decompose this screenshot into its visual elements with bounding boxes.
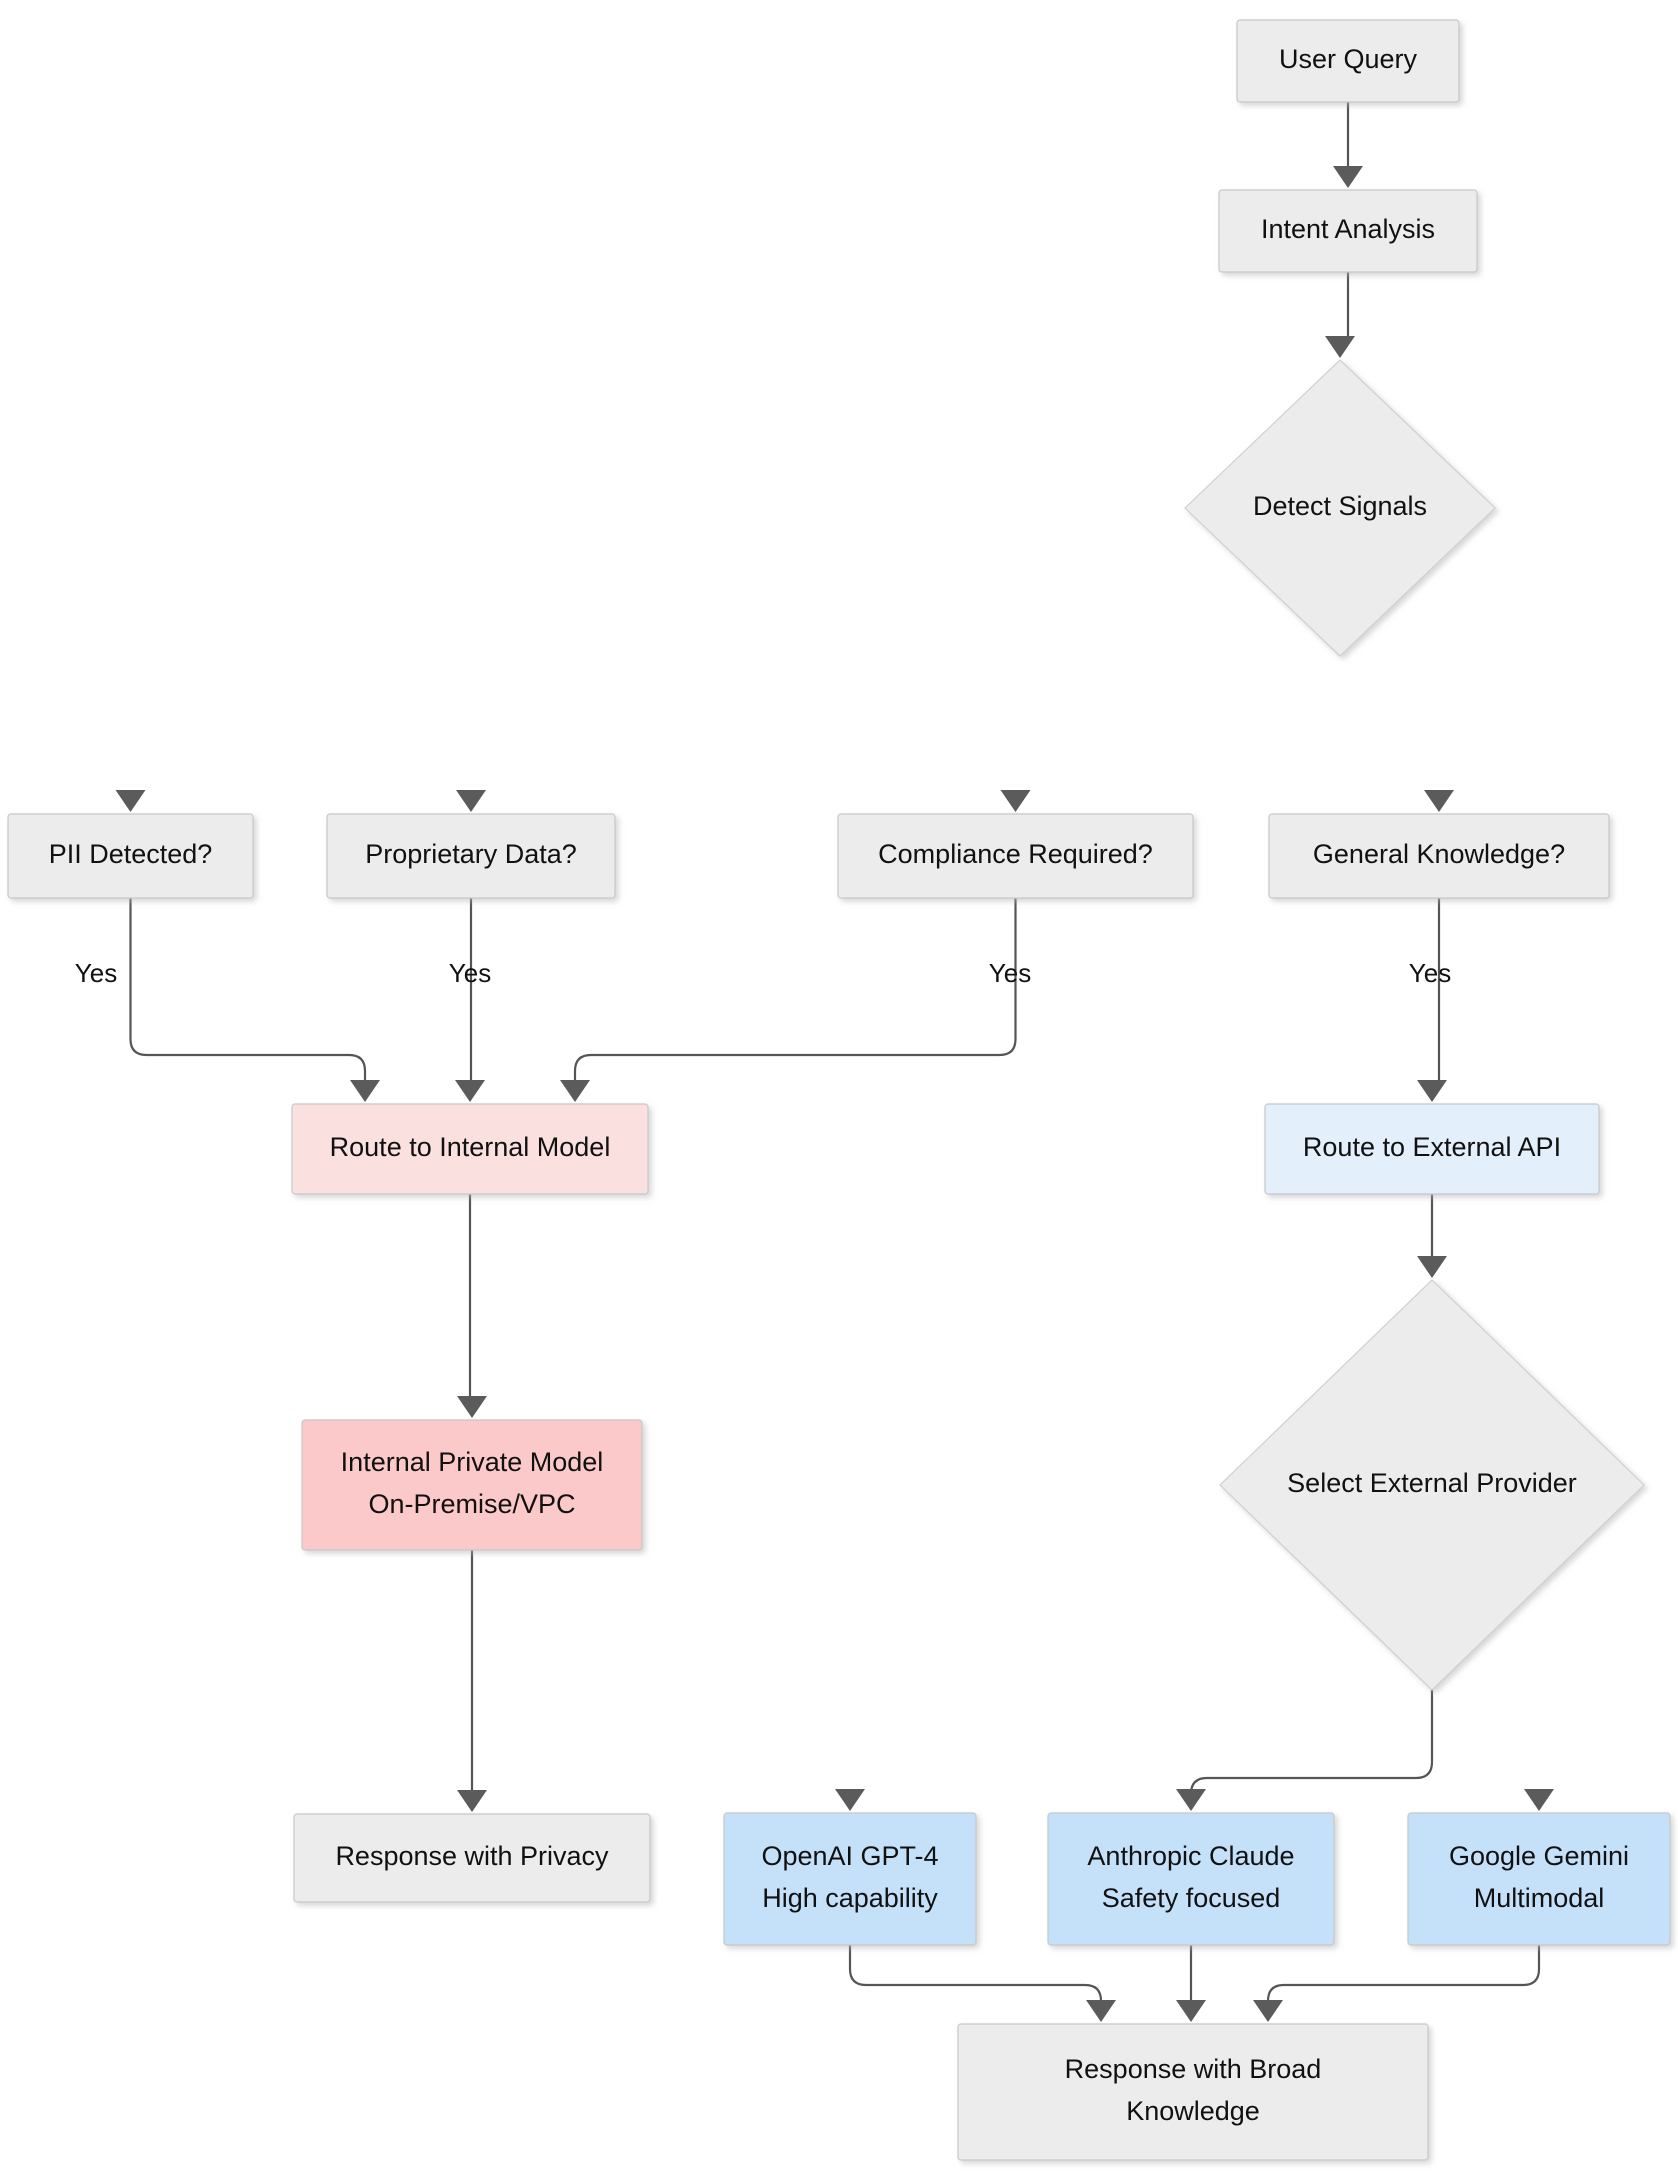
arrow-head (1424, 790, 1454, 812)
arrow-head (1000, 790, 1031, 812)
node-shape-rect (1236, 19, 1460, 103)
node-shape-rect (291, 1103, 649, 1195)
node-shape-rect (1264, 1103, 1600, 1195)
edge-e-select-openai (835, 1789, 865, 1811)
node-shape-rect (957, 2023, 1429, 2161)
edge-e-detect-compliance (1001, 790, 1031, 812)
edge-line (1266, 1943, 1541, 2004)
arrow-head (350, 1080, 380, 1102)
edges-layer (116, 100, 1554, 2022)
node-pii-detected[interactable]: PII Detected? (7, 813, 254, 899)
node-label-detect-signals: Detect Signals (1253, 491, 1427, 521)
node-shape-diamond (1184, 359, 1496, 657)
edge-e-select-gemini (1524, 1789, 1554, 1811)
node-shape-rect (1047, 1812, 1335, 1946)
node-select-external-provider[interactable]: Select External Provider (1219, 1279, 1645, 1691)
node-shape-rect (1268, 813, 1610, 899)
edge-e-detect-general (1424, 790, 1454, 812)
edge-line (1189, 1688, 1434, 1796)
arrow-head (1417, 1080, 1447, 1102)
arrow-head (1253, 2000, 1283, 2022)
arrow-head (457, 1790, 487, 1812)
arrow-head (456, 790, 486, 812)
arrow-head (457, 1396, 487, 1418)
node-shape-rect (326, 813, 616, 899)
arrow-head (1333, 166, 1363, 188)
node-shape-rect (1218, 189, 1478, 273)
edge-e-userquery-intent (1333, 100, 1363, 188)
edge-e-general-external (1417, 896, 1447, 1102)
node-proprietary-data[interactable]: Proprietary Data? (326, 813, 616, 899)
edge-line (573, 896, 1017, 1084)
node-label-response-privacy: Response with Privacy (335, 1841, 609, 1871)
node-route-internal[interactable]: Route to Internal Model (291, 1103, 649, 1195)
edge-e-gemini-broad (1253, 1943, 1541, 2022)
edge-e-compliance-internal (560, 896, 1017, 1102)
edge-label-label-yes-pii: Yes (75, 958, 117, 988)
node-label-intent-analysis: Intent Analysis (1261, 214, 1435, 244)
edge-e-anthropic-broad (1176, 1943, 1206, 2022)
edge-e-internal-privatemodel (457, 1192, 487, 1418)
edge-e-detect-pii (116, 790, 146, 812)
node-label-proprietary-data: Proprietary Data? (365, 839, 577, 869)
arrow-head (1176, 1789, 1206, 1811)
node-label-general-knowledge: General Knowledge? (1313, 839, 1565, 869)
edge-e-external-select (1417, 1192, 1447, 1278)
node-general-knowledge[interactable]: General Knowledge? (1268, 813, 1610, 899)
node-label-user-query: User Query (1279, 44, 1418, 74)
node-response-privacy[interactable]: Response with Privacy (293, 1813, 651, 1903)
node-route-external[interactable]: Route to External API (1264, 1103, 1600, 1195)
node-shape-rect (7, 813, 254, 899)
edge-e-openai-broad (848, 1943, 1116, 2022)
arrow-head (1524, 1789, 1554, 1811)
edge-label-label-yes-compliance: Yes (989, 958, 1031, 988)
node-label-pii-detected: PII Detected? (49, 839, 213, 869)
edge-line (848, 1943, 1103, 2004)
edge-labels-layer: Yes Yes Yes Yes (75, 958, 1451, 988)
node-shape-rect (293, 1813, 651, 1903)
arrow-head (835, 1789, 865, 1811)
edge-e-privatemodel-response (457, 1548, 487, 1812)
node-label-compliance-required: Compliance Required? (878, 839, 1153, 869)
edge-e-select-anthropic (1176, 1688, 1434, 1811)
arrow-head (1417, 1256, 1447, 1278)
edge-line (129, 896, 367, 1084)
arrow-head (455, 1080, 485, 1102)
node-intent-analysis[interactable]: Intent Analysis (1218, 189, 1478, 273)
arrow-head (560, 1080, 590, 1102)
node-shape-rect (1407, 1812, 1671, 1946)
node-shape-rect (301, 1419, 643, 1551)
edge-e-proprietary-internal (455, 896, 485, 1102)
node-detect-signals[interactable]: Detect Signals (1184, 359, 1496, 657)
edge-e-pii-internal (129, 896, 380, 1102)
node-compliance-required[interactable]: Compliance Required? (837, 813, 1194, 899)
arrow-head (115, 790, 146, 812)
node-label-route-external: Route to External API (1303, 1132, 1561, 1162)
arrow-head (1086, 2000, 1116, 2022)
node-shape-rect (837, 813, 1194, 899)
arrow-head (1176, 2000, 1206, 2022)
arrow-head (1325, 336, 1355, 358)
node-shape-diamond (1219, 1279, 1645, 1691)
edge-label-label-yes-general: Yes (1409, 958, 1451, 988)
node-user-query[interactable]: User Query (1236, 19, 1460, 103)
node-label-route-internal: Route to Internal Model (330, 1132, 611, 1162)
edge-label-label-yes-proprietary: Yes (449, 958, 491, 988)
edge-e-intent-detect (1325, 270, 1355, 358)
edge-e-detect-proprietary (456, 790, 486, 812)
node-shape-rect (723, 1812, 977, 1946)
node-label-select-external-provider: Select External Provider (1287, 1468, 1577, 1498)
